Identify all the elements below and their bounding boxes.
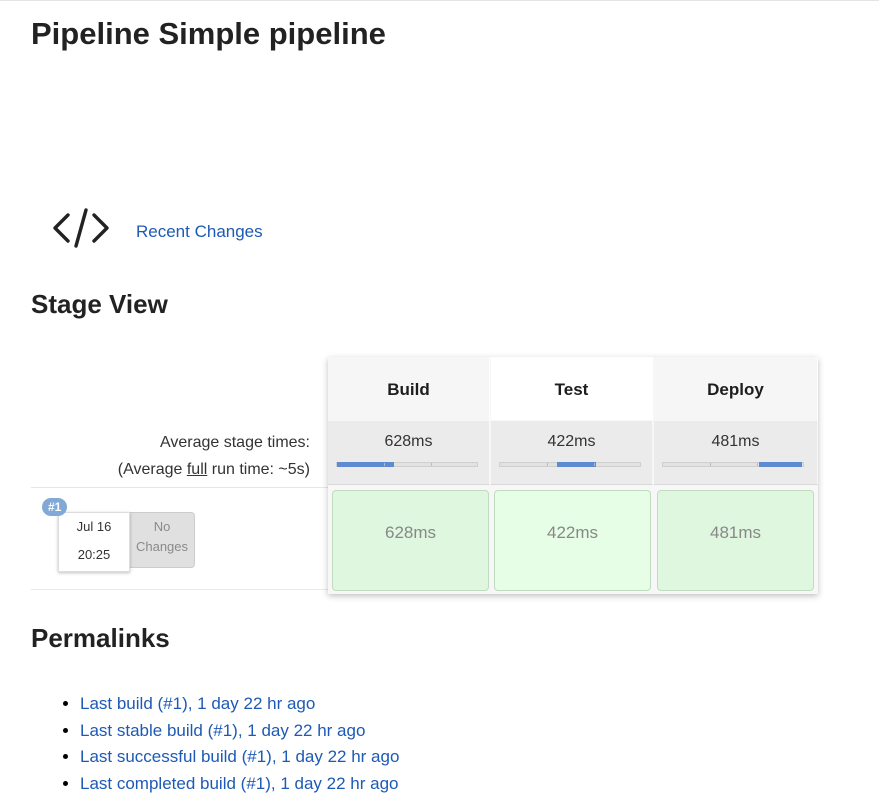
code-icon bbox=[50, 205, 112, 251]
permalinks-title: Permalinks bbox=[31, 623, 170, 653]
stage-grid: Build Test Deploy 628ms 422ms 481ms 628m… bbox=[328, 357, 818, 594]
average-full-run-time-label: (Average full run time: ~5s) bbox=[118, 461, 310, 479]
run-cell-build[interactable]: 628ms bbox=[332, 490, 489, 591]
avg-time-deploy: 481ms bbox=[711, 433, 760, 450]
last-successful-build-link[interactable]: Last successful build (#1), 1 day 22 hr … bbox=[80, 747, 400, 766]
avg-cell-build: 628ms bbox=[328, 421, 490, 485]
run-badge[interactable]: #1 bbox=[42, 498, 68, 516]
recent-changes-link[interactable]: Recent Changes bbox=[136, 222, 263, 241]
run-date-box[interactable]: Jul 16 20:25 bbox=[58, 512, 130, 572]
avg-bar-build bbox=[336, 462, 478, 467]
avg-time-test: 422ms bbox=[547, 433, 596, 450]
full-run-suffix: run time: ~5s) bbox=[207, 461, 310, 478]
avg-cell-test: 422ms bbox=[491, 421, 653, 485]
run-cell-test[interactable]: 422ms bbox=[494, 490, 651, 591]
run-time: 20:25 bbox=[77, 547, 111, 562]
list-item: Last stable build (#1), 1 day 22 hr ago bbox=[80, 718, 399, 745]
page-title: Pipeline Simple pipeline bbox=[31, 16, 386, 51]
avg-bar-fill-deploy bbox=[759, 462, 802, 467]
last-build-link[interactable]: Last build (#1), 1 day 22 hr ago bbox=[80, 694, 316, 713]
full-run-word: full bbox=[186, 461, 208, 478]
stage-header-deploy: Deploy bbox=[654, 357, 818, 420]
stage-view-title: Stage View bbox=[31, 289, 168, 319]
list-item: Last successful build (#1), 1 day 22 hr … bbox=[80, 744, 399, 771]
run-date: Jul 16 bbox=[76, 519, 112, 534]
permalinks-list: Last build (#1), 1 day 22 hr ago Last st… bbox=[56, 691, 399, 797]
stage-header-test: Test bbox=[491, 357, 653, 420]
run-cell-deploy[interactable]: 481ms bbox=[657, 490, 814, 591]
no-changes-box[interactable]: No Changes bbox=[129, 512, 195, 568]
avg-bar-deploy bbox=[662, 462, 804, 467]
full-run-prefix: (Average bbox=[117, 461, 187, 478]
avg-bar-fill-build bbox=[337, 462, 394, 467]
list-item: Last build (#1), 1 day 22 hr ago bbox=[80, 691, 399, 718]
last-completed-build-link[interactable]: Last completed build (#1), 1 day 22 hr a… bbox=[80, 773, 399, 793]
list-item: Last completed build (#1), 1 day 22 hr a… bbox=[80, 771, 399, 798]
avg-time-build: 628ms bbox=[384, 433, 433, 450]
average-stage-times-label: Average stage times: bbox=[159, 434, 310, 451]
stage-header-build: Build bbox=[328, 357, 490, 420]
last-stable-build-link[interactable]: Last stable build (#1), 1 day 22 hr ago bbox=[80, 720, 366, 740]
avg-bar-test bbox=[499, 462, 641, 467]
avg-cell-deploy: 481ms bbox=[654, 421, 818, 485]
avg-bar-fill-test bbox=[557, 462, 596, 467]
